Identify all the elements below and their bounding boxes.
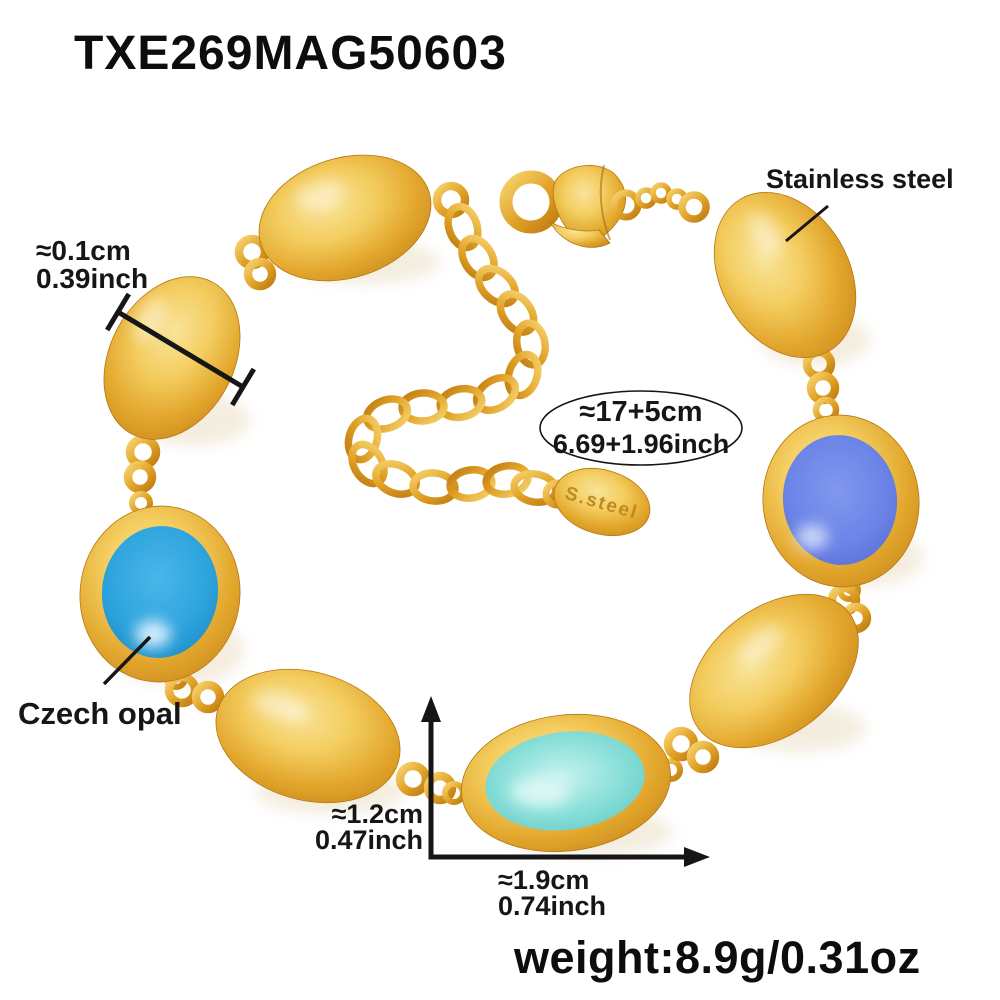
connector-ring <box>395 761 431 797</box>
stone-highlight <box>796 524 828 550</box>
chain-link <box>362 395 412 433</box>
chain-link <box>344 414 382 464</box>
steel-tag: S.steel <box>553 468 651 536</box>
clasp-trigger <box>549 221 611 248</box>
gold-bead-bottom-right <box>689 593 859 749</box>
chain-link <box>458 234 498 282</box>
stone-height-label: ≈1.2cm 0.47inch <box>289 799 423 855</box>
length-callout-ellipse <box>539 390 743 466</box>
stone-label: Czech opal <box>18 696 182 731</box>
stone <box>101 526 219 658</box>
dimension-cap <box>105 292 131 332</box>
arrowhead-up <box>421 696 441 722</box>
chain-link <box>398 389 448 425</box>
weight-label: weight:8.9g/0.31oz <box>514 932 921 983</box>
bead-size-label: ≈0.1cm 0.39inch <box>36 237 148 293</box>
clasp-body <box>552 165 626 244</box>
connector-ring <box>191 680 225 714</box>
bead-size-cm: ≈0.1cm <box>36 235 131 266</box>
stone <box>485 731 645 831</box>
opal-stones <box>79 414 920 853</box>
stone-height-cm: ≈1.2cm <box>331 799 423 829</box>
gold-bead-top-right <box>713 191 857 359</box>
connector-ring <box>423 771 457 805</box>
bead-ring <box>678 191 710 223</box>
chain-link <box>444 202 482 252</box>
length-cm: ≈17+5cm <box>579 396 703 428</box>
connector-ring <box>806 371 840 405</box>
lobster-clasp <box>499 164 710 248</box>
stone-width-label: ≈1.9cm 0.74inch <box>498 865 607 921</box>
dimension-cap <box>230 367 256 407</box>
chain-link <box>496 290 538 336</box>
stone-height-inch: 0.47inch <box>314 825 423 855</box>
chain-link <box>409 469 459 505</box>
stone-highlight <box>135 620 171 648</box>
czech-opal-blue <box>79 505 241 683</box>
length-inch: 6.69+1.96inch <box>552 429 730 459</box>
bead-highlights <box>133 180 782 721</box>
bead-size-inch: 0.39inch <box>36 263 149 294</box>
opal-violet <box>762 414 920 588</box>
stone-leader-line <box>102 635 152 686</box>
length-label: ≈17+5cm 6.69+1.96inch <box>541 396 741 460</box>
clasp-loop <box>499 170 563 234</box>
opal-aqua <box>461 713 671 853</box>
product-sku: TXE269MAG50603 <box>74 27 507 80</box>
connector-ring <box>243 257 277 291</box>
size-arrow-lines <box>428 719 688 860</box>
bead-dimension-line <box>116 309 245 390</box>
gold-bead-top <box>258 154 432 282</box>
annotations <box>102 204 829 867</box>
connector-ring <box>123 460 157 494</box>
stone-highlight <box>510 777 570 807</box>
chain-link <box>446 466 496 502</box>
chain-link <box>475 264 519 308</box>
connector-ring <box>686 740 720 774</box>
arrowhead-right <box>684 847 710 867</box>
clasp-seam <box>599 164 611 241</box>
stone-width-inch: 0.74inch <box>498 891 607 921</box>
material-leader-line <box>785 204 829 243</box>
stone-width-cm: ≈1.9cm <box>498 865 590 895</box>
material-label: Stainless steel <box>766 164 954 194</box>
